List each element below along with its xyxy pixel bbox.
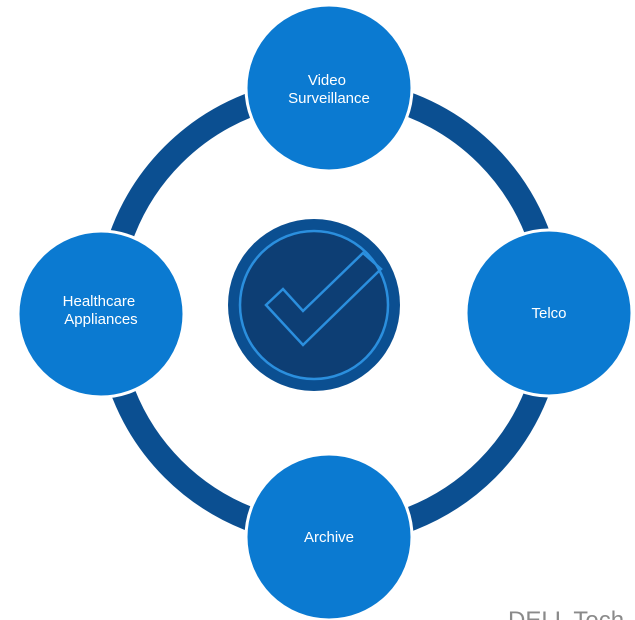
node-telco-line-1: Telco xyxy=(531,305,566,322)
node-archive-line-1: Archive xyxy=(304,529,354,546)
node-video-surveillance-line-1: Video xyxy=(308,72,346,89)
node-healthcare-appliances-line-2: Appliances xyxy=(64,311,137,328)
node-healthcare-appliances-line-1: Healthcare xyxy=(63,293,136,310)
node-video-surveillance-line-2: Surveillance xyxy=(288,90,370,107)
node-healthcare-appliances-label: Healthcare Appliances xyxy=(63,293,140,328)
node-archive: Archive xyxy=(244,452,414,620)
node-healthcare-appliances: Healthcare Appliances xyxy=(16,229,186,399)
node-archive-circle xyxy=(244,452,414,620)
checkmark-icon xyxy=(264,251,383,347)
center-inner-disc xyxy=(238,229,390,381)
node-video-surveillance-label: Video Surveillance xyxy=(288,72,370,107)
node-archive-label: Archive xyxy=(304,529,354,546)
node-video-surveillance-circle xyxy=(244,3,414,173)
node-healthcare-appliances-circle xyxy=(16,229,186,399)
dell-technologies-watermark: DELL Tech xyxy=(508,607,624,620)
node-telco-circle xyxy=(464,228,634,398)
node-video-surveillance: Video Surveillance xyxy=(244,3,414,173)
node-telco-label: Telco xyxy=(531,305,566,322)
center-hub xyxy=(228,219,400,391)
node-telco: Telco xyxy=(464,228,634,398)
